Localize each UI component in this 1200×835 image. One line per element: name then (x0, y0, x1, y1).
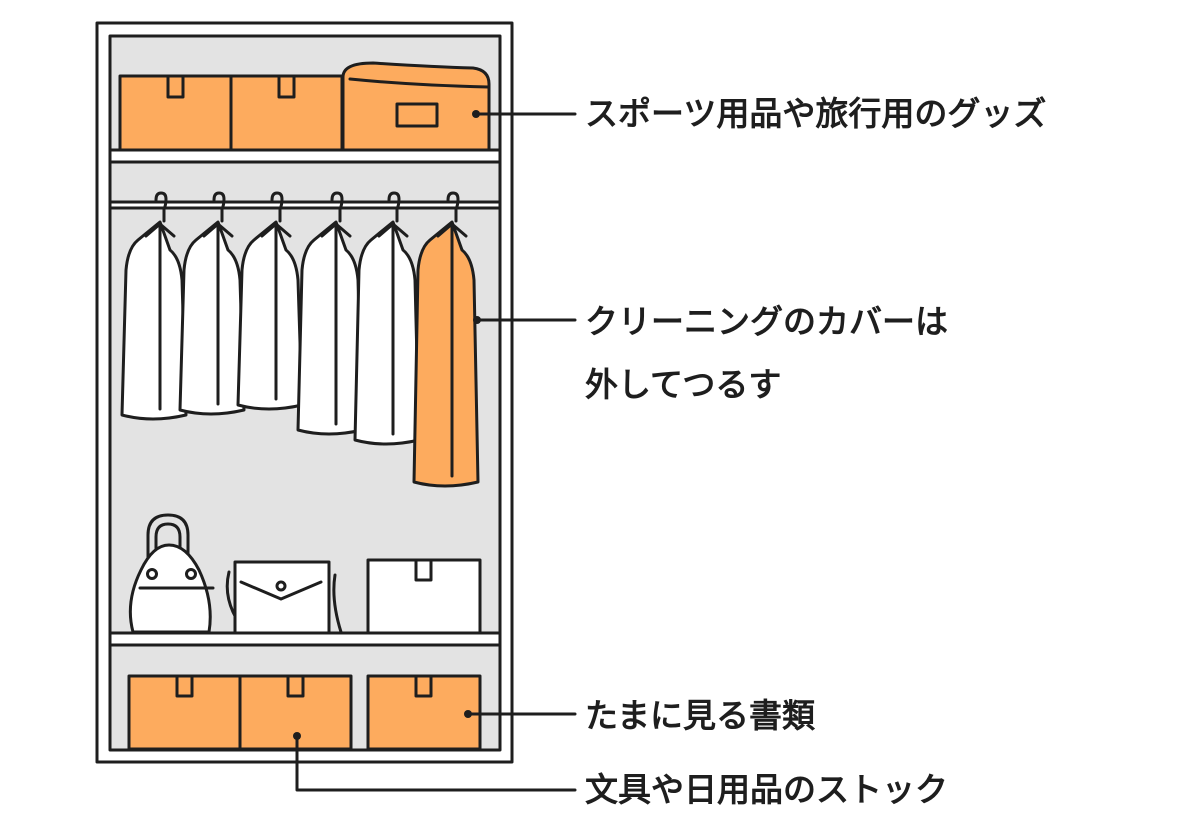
label-hanging-line2: 外してつるす (585, 365, 782, 404)
bottom-boxes (127, 674, 482, 751)
shirt (178, 191, 246, 416)
shirt (296, 191, 364, 436)
bags-and-box (128, 513, 482, 635)
label-bottom-middle: 文具や日用品のストック (585, 770, 948, 809)
shirt (236, 191, 304, 411)
leader-lines (293, 110, 577, 792)
top-boxes (118, 61, 491, 152)
label-top-shelf: スポーツ用品や旅行用のグッズ (585, 94, 1047, 133)
top-shelf (108, 148, 502, 164)
label-hanging-line1: クリーニングのカバーは (585, 302, 948, 341)
hanging-clothes (120, 191, 480, 488)
label-bottom-right: たまに見る書類 (585, 696, 816, 735)
shirt (353, 191, 421, 446)
orange-coat (412, 191, 480, 488)
lower-shelf (108, 631, 502, 647)
shirt (120, 191, 188, 421)
hanging-rail (108, 200, 502, 210)
